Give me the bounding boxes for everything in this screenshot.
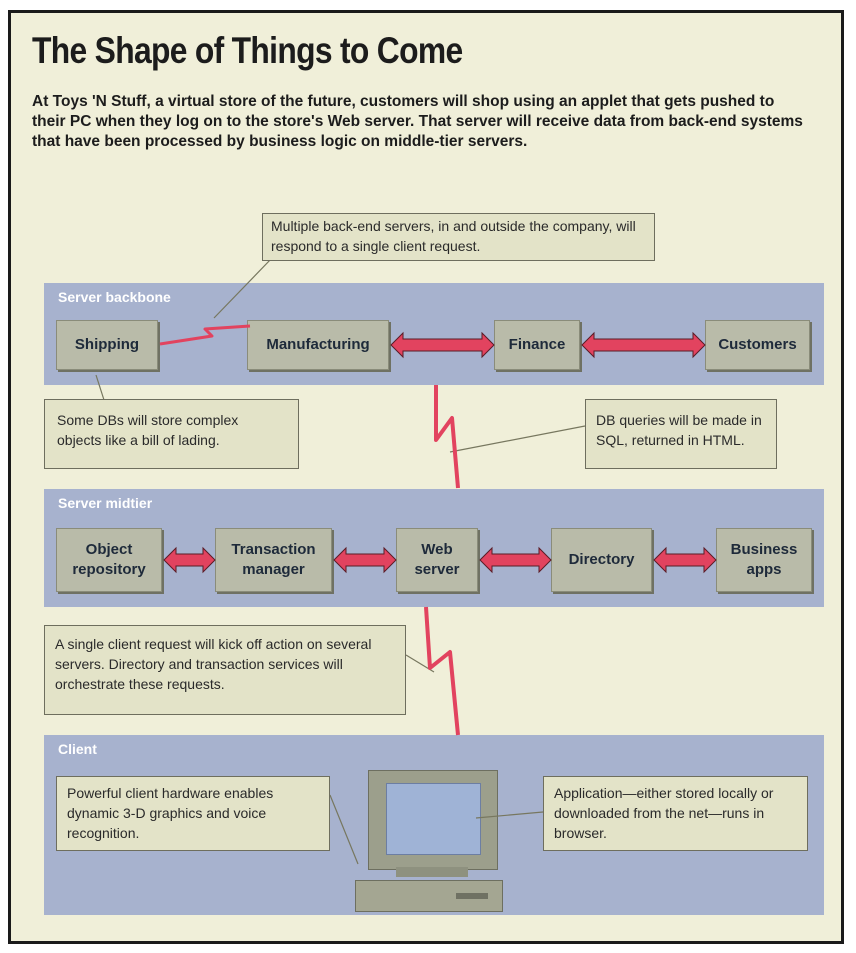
arrow-object-transaction	[163, 546, 216, 574]
callout-single-request: A single client request will kick off ac…	[44, 625, 406, 715]
callout-pointer-multiple-backends	[213, 257, 273, 319]
callout-client-hardware: Powerful client hardware enables dynamic…	[56, 776, 330, 851]
arrow-webserver-directory	[479, 546, 552, 574]
monitor-screen	[386, 783, 481, 855]
finance-node: Finance	[494, 320, 580, 370]
shipping-node: Shipping	[56, 320, 158, 370]
server-midtier-label: Server midtier	[58, 495, 153, 511]
callout-pointer-application	[475, 811, 544, 819]
page-title: The Shape of Things to Come	[32, 30, 463, 71]
arrow-manufacturing-finance	[390, 331, 495, 359]
manufacturing-node: Manufacturing	[247, 320, 389, 370]
lightning-bolt-midtier-client	[424, 606, 460, 736]
web-server-node: Web server	[396, 528, 478, 592]
callout-complex-objects: Some DBs will store complex objects like…	[44, 399, 299, 469]
lightning-bolt-backbone-midtier	[434, 385, 460, 489]
callout-pointer-db-queries	[449, 425, 586, 453]
callout-application: Application—either stored locally or dow…	[543, 776, 808, 851]
directory-node: Directory	[551, 528, 652, 592]
arrow-directory-business	[653, 546, 717, 574]
intro-paragraph: At Toys 'N Stuff, a virtual store of the…	[32, 93, 803, 150]
client-label: Client	[58, 741, 97, 757]
customers-node: Customers	[705, 320, 810, 370]
arrow-transaction-webserver	[333, 546, 397, 574]
keyboard-slot	[456, 893, 488, 899]
callout-pointer-complex-objects	[95, 374, 105, 401]
object-repository-node: Object repository	[56, 528, 162, 592]
callout-pointer-client-hardware	[329, 794, 359, 865]
server-backbone-label: Server backbone	[58, 289, 171, 305]
lightning-bolt-shipping-manufacturing	[159, 324, 251, 346]
arrow-finance-customers	[581, 331, 706, 359]
callout-multiple-backends: Multiple back-end servers, in and outsid…	[262, 213, 655, 261]
transaction-manager-node: Transaction manager	[215, 528, 332, 592]
callout-db-queries: DB queries will be made in SQL, returned…	[585, 399, 777, 469]
monitor-base	[396, 867, 468, 877]
